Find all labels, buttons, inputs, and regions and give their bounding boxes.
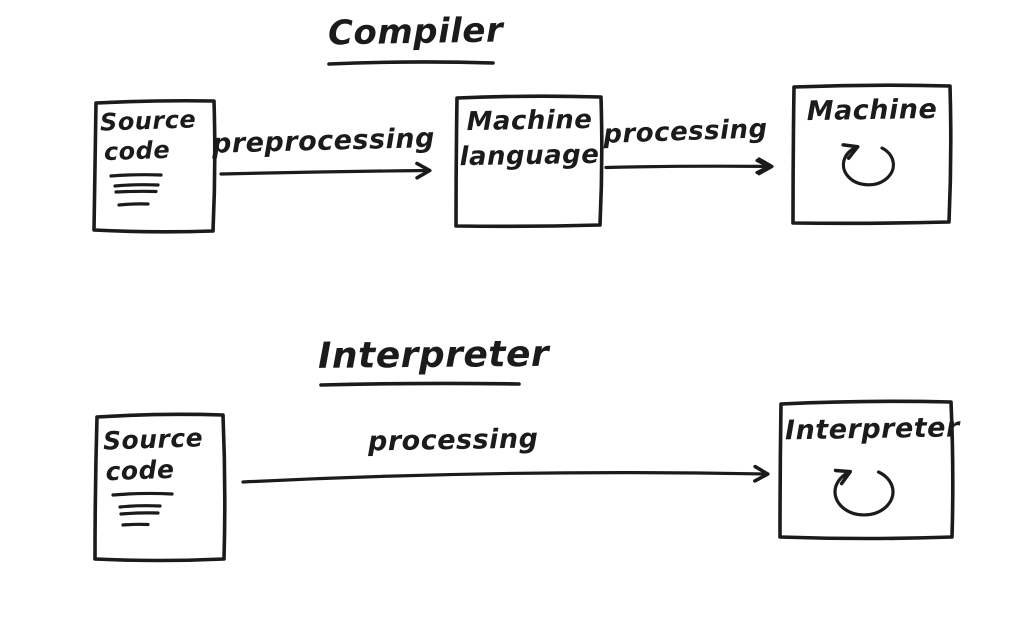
interpreter-source-box-label-line2: code xyxy=(105,454,175,487)
machine-box-label: Machine xyxy=(806,93,938,128)
processing-arrow-long-label: processing xyxy=(367,423,539,458)
preprocessing-arrow-label: preprocessing xyxy=(211,122,436,160)
interpreter-title-underline xyxy=(319,381,521,387)
compiler-title-underline xyxy=(327,60,495,66)
interpreter-source-box-label-line1: Source xyxy=(102,423,204,456)
compiler-title: Compiler xyxy=(327,10,504,54)
document-lines-icon xyxy=(111,491,174,527)
compiler-source-box-label-line1: Source xyxy=(99,105,197,137)
processing-arrow-long xyxy=(241,464,770,484)
machine-language-box-label-line1: Machine xyxy=(466,104,593,138)
interpreter-box-label: Interpreter xyxy=(784,412,961,447)
compiler-source-box-label-line2: code xyxy=(103,135,171,167)
preprocessing-arrow xyxy=(219,161,432,180)
loop-arrow-icon xyxy=(833,468,895,517)
interpreter-box xyxy=(778,399,955,541)
compiler-source-box xyxy=(92,98,217,234)
document-lines-icon xyxy=(109,173,163,207)
machine-language-box-label-line2: language xyxy=(459,139,600,173)
processing-arrow xyxy=(604,157,774,176)
machine-box xyxy=(791,83,953,226)
loop-arrow-icon xyxy=(841,143,896,187)
processing-arrow-label: processing xyxy=(602,114,769,150)
interpreter-source-box xyxy=(93,412,227,563)
interpreter-title: Interpreter xyxy=(317,333,550,377)
machine-language-box xyxy=(454,94,604,229)
